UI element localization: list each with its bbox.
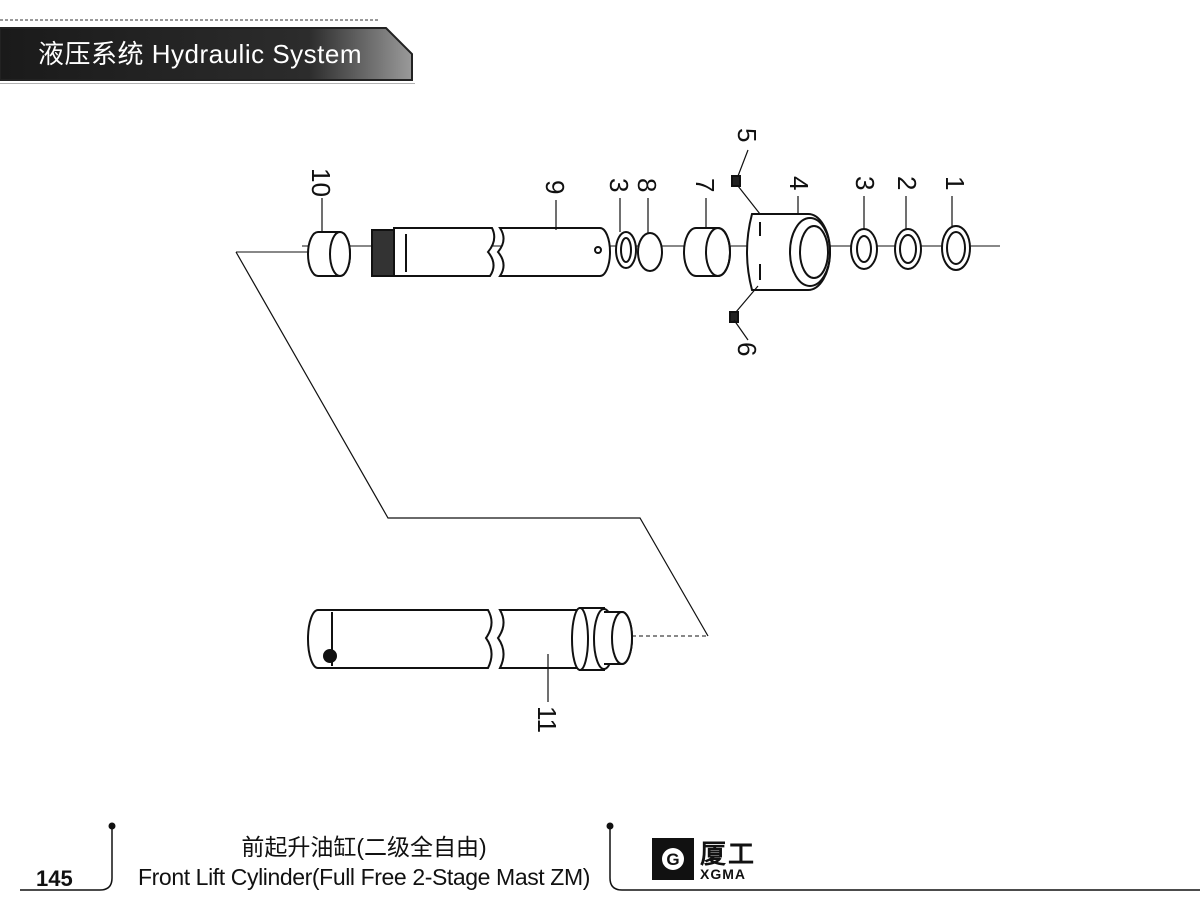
part-3-seal-left bbox=[615, 231, 637, 269]
drawing-title-english: Front Lift Cylinder(Full Free 2-Stage Ma… bbox=[138, 864, 590, 890]
section-header-band bbox=[0, 19, 415, 84]
part-9-piston-rod bbox=[371, 227, 611, 277]
part-6-fitting bbox=[729, 311, 739, 323]
section-title: 液压系统 Hydraulic System bbox=[38, 39, 362, 69]
part-7-sleeve bbox=[683, 227, 731, 277]
callout-4: 4 bbox=[784, 176, 814, 190]
drawing-title-chinese: 前起升油缸(二级全自由) bbox=[241, 834, 487, 860]
callout-10: 10 bbox=[306, 168, 336, 197]
brand-name-chinese: 厦工 bbox=[700, 839, 757, 869]
callout-3-left: 3 bbox=[604, 178, 634, 192]
brand-name-english: XGMA bbox=[700, 866, 746, 882]
callout-5: 5 bbox=[732, 128, 762, 142]
callout-2: 2 bbox=[892, 176, 922, 190]
svg-text:G: G bbox=[666, 850, 679, 869]
part-5-fitting bbox=[731, 175, 741, 187]
callout-3-right: 3 bbox=[850, 176, 880, 190]
part-10-guide-sleeve bbox=[307, 231, 351, 277]
callout-7: 7 bbox=[690, 178, 720, 192]
xgma-g-logo-icon: G bbox=[652, 838, 694, 880]
callout-9: 9 bbox=[540, 180, 570, 194]
part-8-ring bbox=[637, 232, 663, 272]
callout-6: 6 bbox=[732, 342, 762, 356]
callout-1: 1 bbox=[940, 176, 970, 190]
page-number: 145 bbox=[36, 866, 73, 891]
callout-8: 8 bbox=[632, 178, 662, 192]
part-11-cylinder-barrel bbox=[307, 607, 633, 671]
part-4-cylinder-head bbox=[746, 213, 831, 291]
callout-11: 11 bbox=[532, 706, 562, 733]
